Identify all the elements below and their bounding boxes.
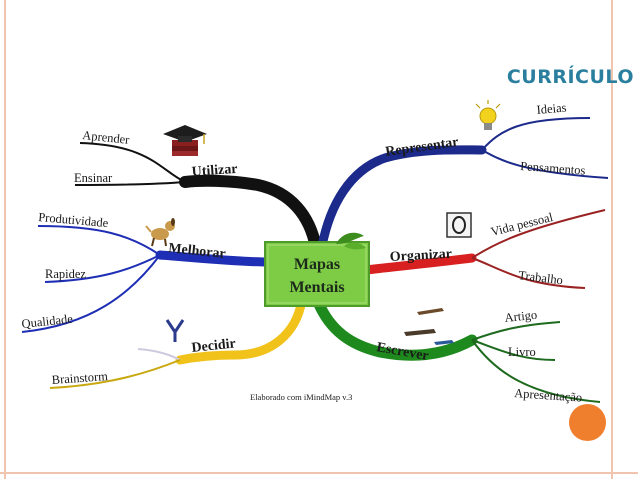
slide-frame-right [611, 0, 613, 479]
sub-branch-vida-pessoal [471, 209, 606, 259]
clock-icon [446, 212, 472, 238]
sub-branch-produtividade [37, 225, 161, 256]
branch-label-utilizar: Utilizar [191, 162, 238, 180]
sub-branch-aprender [79, 142, 186, 183]
pens-icon [404, 308, 454, 345]
lightbulb-icon [475, 100, 501, 130]
branch-label-escrever: Escrever [375, 340, 429, 364]
sub-label-brainstorm: Brainstorm [51, 369, 108, 387]
branch-escrever [312, 296, 478, 361]
y-shape-icon [165, 319, 185, 342]
sub-label-aprender: Aprender [82, 128, 131, 147]
dog-icon [145, 218, 175, 247]
sub-branch-livro [471, 339, 556, 361]
graduation-cap-icon [163, 125, 207, 156]
branch-decidir [175, 295, 307, 365]
branch-label-melhorar: Melhorar [168, 241, 227, 262]
sub-label-apresentacao: Apresentação [514, 386, 583, 405]
branch-label-organizar: Organizar [389, 247, 452, 265]
center-title-line2: Mentais [289, 279, 344, 296]
sub-branch-artigo [471, 321, 561, 341]
sub-branch-ideias [481, 117, 591, 151]
branch-organizar [361, 253, 477, 275]
slide-frame-bottom [0, 472, 638, 474]
sub-branch-pensamentos [481, 149, 609, 179]
branch-label-representar: Representar [384, 135, 459, 160]
sub-branch-ensinar [74, 181, 186, 186]
sub-label-produtividade: Produtividade [38, 210, 110, 230]
sub-label-ideias: Ideias [536, 100, 567, 117]
leaf-icon [336, 232, 364, 244]
slide-title: CURRÍCULO [506, 66, 634, 88]
accent-dot [569, 404, 606, 441]
sub-branch-apresentacao [471, 339, 601, 403]
sub-label-pensamentos: Pensamentos [520, 159, 586, 178]
sub-label-trabalho: Trabalho [518, 268, 564, 287]
sub-branch-trabalho [471, 257, 586, 289]
sub-branch-brainstorm [49, 359, 181, 389]
center-title-line1: Mapas [294, 256, 340, 273]
branch-utilizar [179, 174, 322, 254]
branch-label-decidir: Decidir [191, 336, 237, 356]
sub-label-ensinar: Ensinar [74, 171, 113, 185]
sub-label-artigo: Artigo [504, 308, 538, 325]
credit-text: Elaborado com iMindMap v.3 [250, 392, 352, 402]
sub-label-qualidade: Qualidade [21, 312, 74, 331]
sub-label-livro: Livro [508, 345, 536, 359]
center-node: Mapas Mentais [264, 232, 370, 307]
sub-branch-qualidade [21, 254, 161, 333]
sub-label-rapidez: Rapidez [45, 267, 86, 281]
sub-branch-brainstorm-upper [137, 348, 181, 361]
branch-representar [317, 145, 487, 251]
slide-frame-left [4, 0, 6, 479]
sub-branch-rapidez [44, 254, 161, 283]
mind-map: Mapas Mentais Utilizar Melhorar Decidir … [21, 100, 609, 405]
branch-melhorar [155, 250, 273, 267]
